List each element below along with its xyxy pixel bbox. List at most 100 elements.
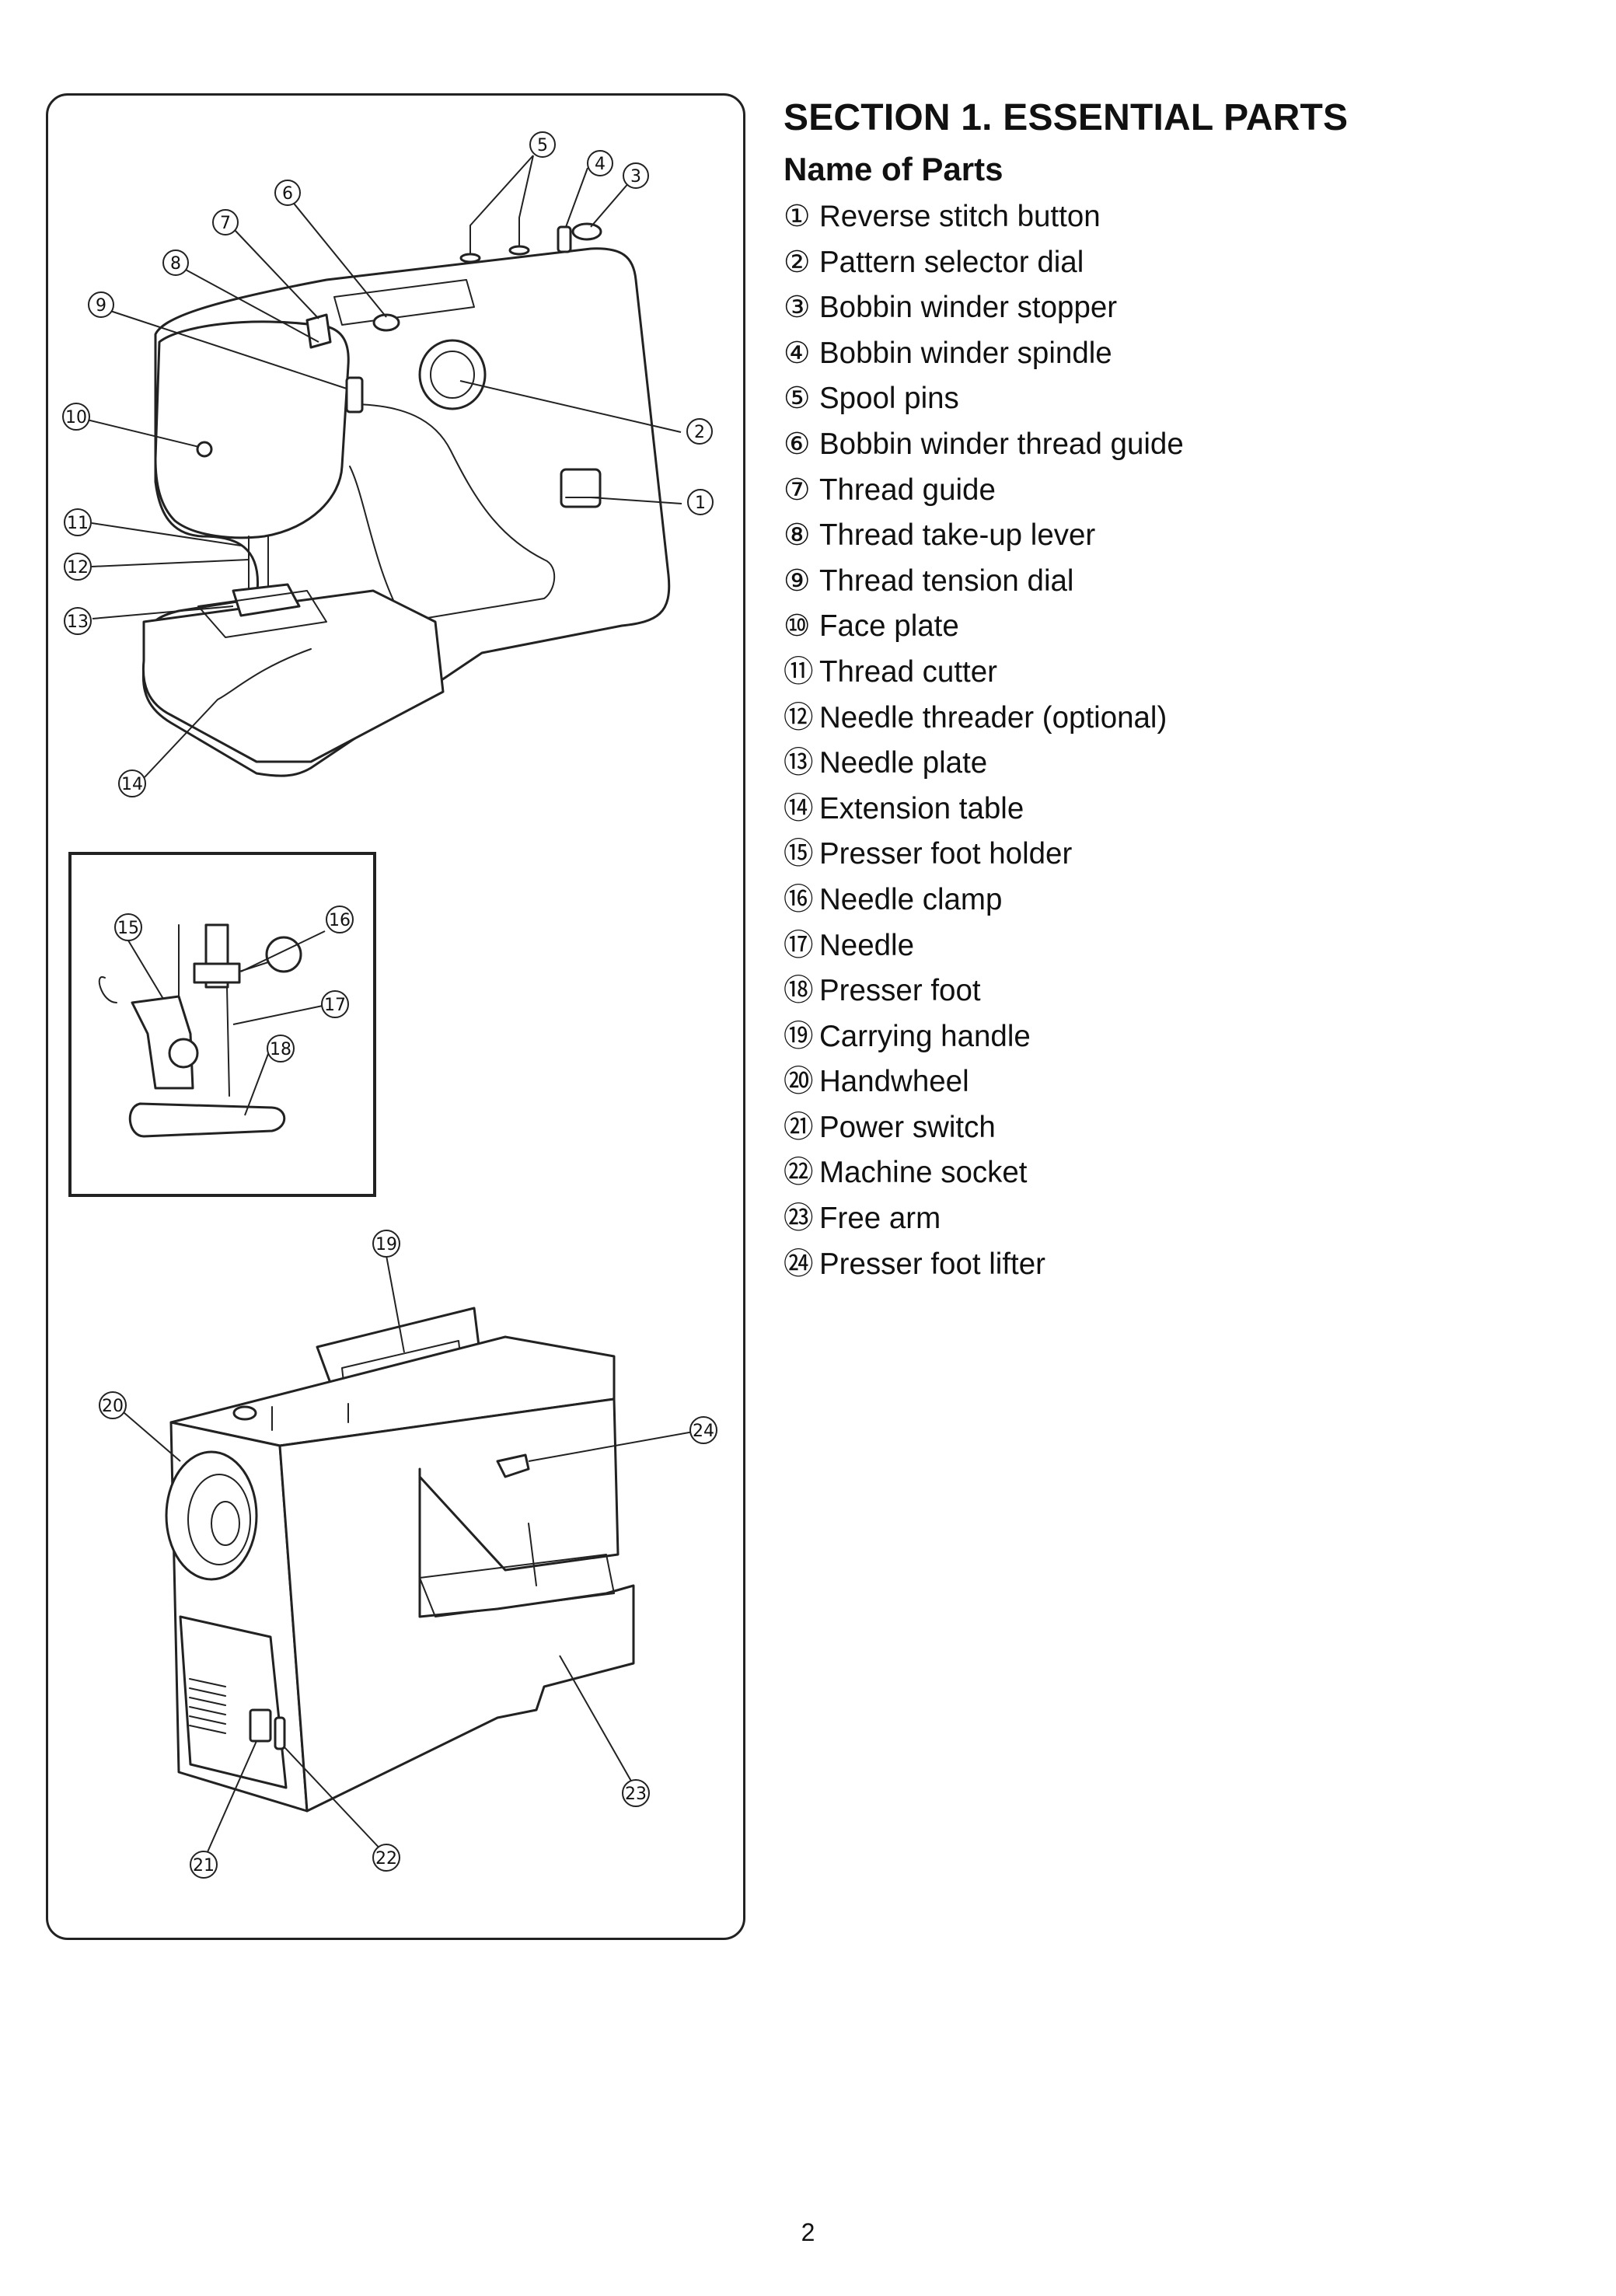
svg-text:19: 19 [375, 1235, 397, 1254]
part-number: ⑲ [784, 1019, 814, 1053]
part-number: ⑤ [784, 382, 811, 416]
part-name: Free arm [819, 1202, 941, 1236]
callout-8: 8 [162, 249, 189, 276]
part-name: Handwheel [819, 1065, 969, 1099]
callout-1: 1 [687, 489, 714, 515]
part-number: ⑰ [784, 928, 814, 962]
part-name: Pattern selector dial [819, 245, 1084, 279]
svg-text:20: 20 [102, 1397, 124, 1416]
part-number: ⑳ [784, 1065, 814, 1099]
callout-4: 4 [587, 150, 613, 176]
svg-text:12: 12 [67, 558, 89, 577]
svg-text:21: 21 [193, 1856, 215, 1876]
callout-2: 2 [686, 418, 713, 445]
part-number: ④ [784, 336, 811, 370]
part-number: ⑬ [784, 746, 814, 780]
svg-text:24: 24 [693, 1422, 714, 1441]
part-number: ⑩ [784, 609, 811, 644]
part-number: ⑯ [784, 882, 814, 916]
part-name: Carrying handle [819, 1019, 1031, 1053]
svg-text:9: 9 [96, 296, 106, 316]
callout-18: 18 [267, 1035, 295, 1063]
part-number: ⑭ [784, 791, 814, 825]
part-number: ⑧ [784, 518, 811, 553]
inset-leaders [127, 930, 326, 1116]
part-name: Bobbin winder spindle [819, 336, 1112, 370]
part-name: Bobbin winder thread guide [819, 427, 1184, 461]
callout-9: 9 [88, 291, 114, 318]
part-number: ㉔ [784, 1247, 814, 1281]
part-name: Reverse stitch button [819, 200, 1101, 233]
part-name: Presser foot lifter [819, 1247, 1045, 1281]
callout-5: 5 [529, 131, 556, 158]
callout-12: 12 [64, 553, 92, 581]
svg-text:5: 5 [537, 136, 548, 155]
svg-text:10: 10 [65, 408, 87, 427]
part-number: ⑪ [784, 654, 814, 689]
svg-text:14: 14 [121, 775, 143, 794]
svg-text:17: 17 [324, 996, 346, 1015]
callout-15: 15 [114, 913, 142, 941]
part-number: ㉓ [784, 1202, 814, 1236]
parts-text-column: SECTION 1. ESSENTIAL PARTS Name of Parts… [784, 92, 1584, 1287]
section-title: SECTION 1. ESSENTIAL PARTS [784, 97, 1349, 138]
callout-24: 24 [689, 1416, 717, 1444]
part-name: Power switch [819, 1110, 996, 1144]
part-name: Needle clamp [819, 882, 1003, 916]
callout-17: 17 [321, 990, 349, 1018]
svg-text:6: 6 [282, 184, 293, 204]
part-name: Spool pins [819, 382, 959, 416]
svg-text:16: 16 [329, 911, 351, 930]
part-name: Needle threader (optional) [819, 700, 1167, 735]
svg-text:1: 1 [695, 494, 706, 513]
part-number: ② [784, 245, 811, 279]
part-number: ⑫ [784, 700, 814, 735]
part-name: Face plate [819, 609, 959, 644]
illustration-panel [46, 93, 745, 1940]
callout-14: 14 [118, 769, 146, 797]
part-number: ⑦ [784, 473, 811, 507]
part-number: ① [784, 200, 811, 233]
callout-23: 23 [622, 1779, 650, 1807]
part-name: Needle plate [819, 746, 988, 780]
part-name: Machine socket [819, 1156, 1028, 1190]
callout-21: 21 [190, 1851, 218, 1879]
part-name: Bobbin winder stopper [819, 291, 1118, 325]
part-number: ⑨ [784, 564, 811, 598]
svg-text:15: 15 [117, 919, 139, 938]
part-number: ㉑ [784, 1110, 814, 1144]
svg-text:23: 23 [625, 1785, 647, 1804]
page-number: 2 [801, 2218, 815, 2246]
part-number: ㉒ [784, 1156, 814, 1190]
svg-text:4: 4 [595, 155, 606, 174]
part-number: ⑮ [784, 837, 814, 871]
subsection-title: Name of Parts [784, 151, 1003, 187]
part-number: ③ [784, 291, 811, 325]
front-view-drawing [141, 217, 671, 777]
svg-text:13: 13 [67, 612, 89, 632]
back-view-drawing [165, 1307, 635, 1813]
callout-19: 19 [372, 1230, 400, 1258]
needle-area-inset [68, 852, 376, 1197]
part-number: ⑱ [784, 974, 814, 1008]
part-name: Extension table [819, 791, 1024, 825]
